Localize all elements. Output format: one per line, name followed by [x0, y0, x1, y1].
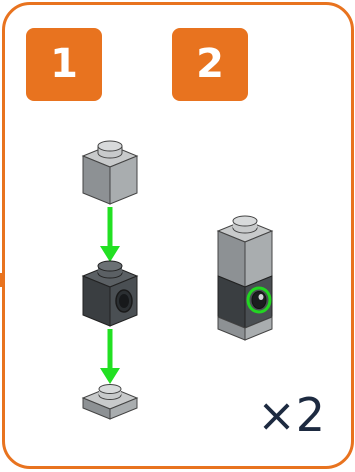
light-plate-1x1 [81, 384, 139, 420]
dark-technic-brick [81, 260, 139, 327]
panel-connector [0, 273, 5, 287]
light-brick-1x1 [81, 140, 139, 205]
down-arrow-icon [100, 329, 120, 384]
step-1-badge: 1 [26, 28, 102, 101]
quantity-label: ×2 [257, 388, 325, 442]
down-arrow-icon [100, 207, 120, 262]
step-2-badge: 2 [172, 28, 248, 101]
assembled-stack [216, 215, 274, 341]
highlight-ring-icon [246, 286, 272, 314]
